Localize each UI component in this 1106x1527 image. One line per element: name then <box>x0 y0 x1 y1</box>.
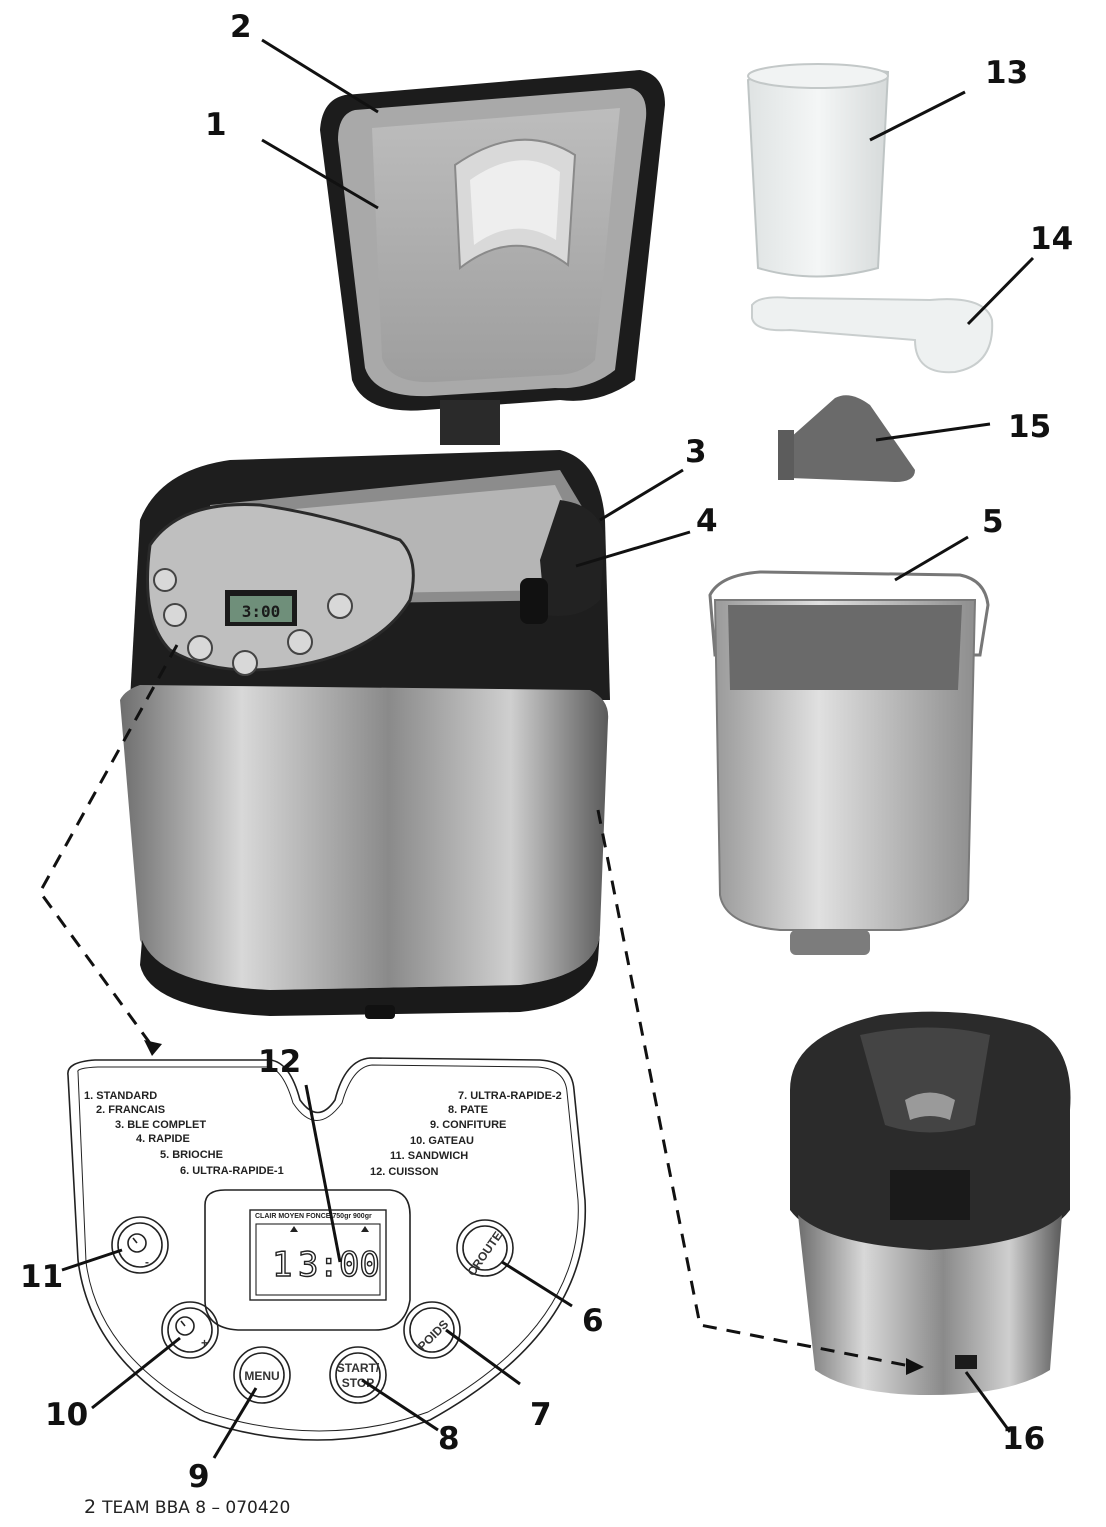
photo-button <box>163 603 187 627</box>
bread-machine-photo: 3:00 <box>120 70 665 1019</box>
program-right-12: 12. CUISSON <box>370 1166 439 1178</box>
menu-button-label: MENU <box>244 1369 279 1383</box>
callout-13: 13 <box>985 55 1029 91</box>
callout-2: 2 <box>230 9 252 45</box>
croute-button-label: CROUTE <box>464 1229 505 1279</box>
callout-8: 8 <box>438 1421 460 1457</box>
measuring-cup-photo <box>746 63 890 278</box>
measuring-spoon-photo <box>751 296 994 374</box>
callout-11: 11 <box>20 1259 64 1295</box>
callout-10: 10 <box>45 1397 89 1433</box>
clock-plus-icon <box>175 1316 195 1336</box>
plus-button-label: + <box>201 1336 208 1350</box>
photo-button <box>153 568 177 592</box>
guide-arrowhead <box>906 1358 924 1375</box>
callout-4: 4 <box>696 503 718 539</box>
lcd-indicator-arrows <box>290 1226 369 1232</box>
program-left-4: 4. RAPIDE <box>136 1133 190 1145</box>
photo-button <box>287 629 313 655</box>
program-left-5: 5. BRIOCHE <box>160 1149 223 1161</box>
program-left-1: 1. STANDARD <box>84 1090 157 1102</box>
program-left-6: 6. ULTRA-RAPIDE-1 <box>180 1165 284 1177</box>
program-right-8: 8. PATE <box>448 1104 488 1116</box>
callout-16: 16 <box>1002 1421 1046 1457</box>
callout-15: 15 <box>1008 409 1052 445</box>
footer-text: TEAM BBA 8 – 070420 <box>102 1498 291 1518</box>
lcd-header: CLAIR MOYEN FONCE 750gr 900gr <box>255 1213 372 1220</box>
photo-button <box>187 635 213 661</box>
page-number: 2 <box>84 1496 97 1518</box>
program-left-2: 2. FRANCAIS <box>96 1104 165 1116</box>
callout-1: 1 <box>205 107 227 143</box>
program-list: 1. STANDARD 2. FRANCAIS 3. BLE COMPLET 4… <box>84 1090 562 1178</box>
program-right-9: 9. CONFITURE <box>430 1119 506 1131</box>
photo-lcd-time: 3:00 <box>242 602 281 621</box>
photo-button <box>327 593 353 619</box>
callout-6: 6 <box>582 1303 604 1339</box>
program-right-11: 11. SANDWICH <box>390 1150 468 1162</box>
dashed-guides <box>38 644 911 1368</box>
lcd-program-number: 1 <box>272 1245 292 1285</box>
bread-pan-photo <box>708 570 990 955</box>
guide-arrowhead <box>144 1040 162 1056</box>
photo-button <box>232 650 258 676</box>
callout-12: 12 <box>258 1044 302 1080</box>
callout-9: 9 <box>188 1459 210 1495</box>
program-left-3: 3. BLE COMPLET <box>115 1119 206 1131</box>
program-right-10: 10. GATEAU <box>410 1135 474 1147</box>
callout-14: 14 <box>1030 221 1074 257</box>
stop-button-label: STOP <box>342 1376 374 1390</box>
program-right-7: 7. ULTRA-RAPIDE-2 <box>458 1090 562 1102</box>
callout-7: 7 <box>530 1397 552 1433</box>
start-button-label: START/ <box>337 1361 380 1375</box>
callout-3: 3 <box>685 434 707 470</box>
minus-button-label: - <box>145 1255 149 1269</box>
control-panel-diagram <box>67 1057 587 1441</box>
back-view-photo <box>790 1011 1071 1395</box>
kneading-paddle-photo <box>778 395 915 482</box>
leader-lines <box>61 38 1035 1459</box>
callout-5: 5 <box>982 504 1004 540</box>
clock-minus-icon <box>127 1233 147 1253</box>
